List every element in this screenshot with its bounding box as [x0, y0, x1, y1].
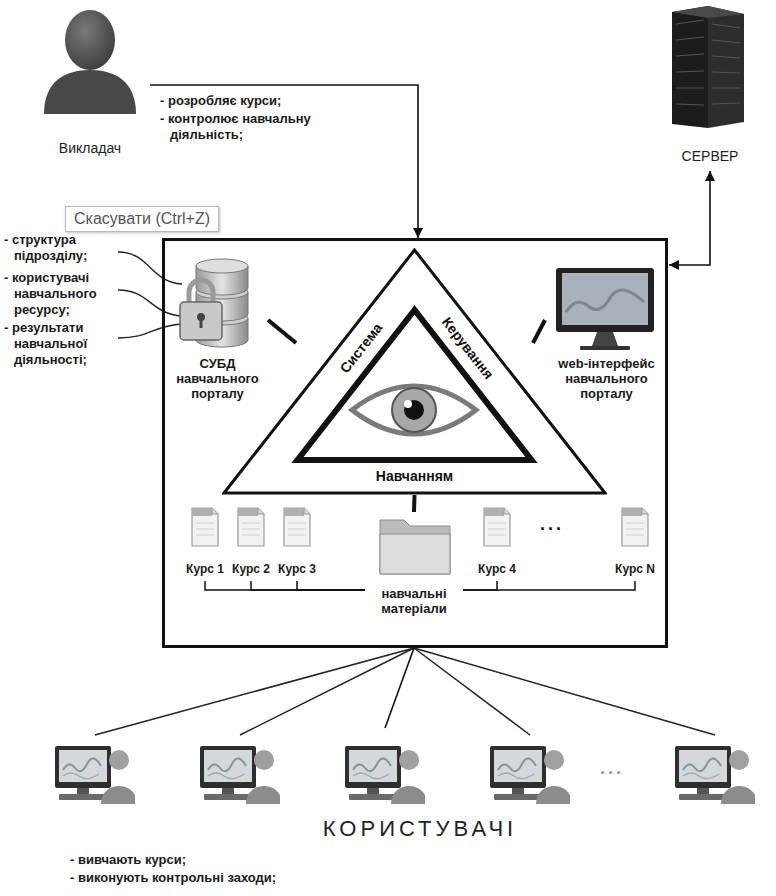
tooltip: Скасувати (Ctrl+Z) — [65, 206, 219, 232]
connector — [297, 581, 365, 590]
users-group: КОРИСТУВАЧІ — [40, 728, 766, 846]
connector — [385, 648, 414, 728]
ellipsis: ... — [540, 516, 564, 532]
course-doc: Курс 1 — [182, 503, 228, 581]
node-label: Курс 4 — [478, 562, 516, 577]
eye-symbol — [352, 386, 476, 434]
leader-line — [118, 252, 182, 338]
triangle-label: Система — [337, 320, 386, 376]
node-label: Курс 3 — [278, 562, 316, 577]
triangle-label: Навчанням — [376, 468, 453, 484]
callout-note: - результати навчальної діяльності; — [4, 320, 116, 368]
connector — [412, 495, 417, 512]
node-label: Курс 1 — [186, 562, 224, 577]
teacher-icon — [44, 10, 136, 114]
server-icon — [672, 6, 744, 128]
folder-icon — [380, 520, 450, 574]
connector — [463, 581, 497, 590]
course-doc: Курс 2 — [228, 503, 274, 581]
note: - контролює навчальну діяльність; — [160, 111, 340, 143]
control-triangle: СистемаКеруванняНавчанням — [222, 248, 607, 495]
database-icon — [180, 259, 248, 347]
triangle-outline — [222, 248, 607, 495]
course-doc: Курс 4 — [474, 503, 520, 581]
computer-icon — [556, 268, 654, 350]
node-label: web-інтерфейс навчального порталу — [545, 356, 668, 401]
document-icon — [192, 508, 648, 546]
user-icon — [55, 746, 757, 804]
callout-note: - структура підрозділу; — [4, 232, 116, 264]
connector — [669, 171, 710, 265]
connector — [251, 581, 365, 590]
web-interface-node: web-інтерфейс навчального порталу — [545, 262, 668, 405]
node-label: СУБД навчального порталу — [167, 356, 268, 401]
connector — [268, 320, 296, 343]
connector — [205, 581, 365, 590]
node-label: Курс N — [615, 562, 655, 577]
system-frame: СистемаКеруванняНавчаннямСУБД навчальног… — [162, 238, 668, 648]
node-label: СЕРВЕР — [682, 149, 739, 164]
ellipsis: ... — [600, 760, 624, 776]
note: - вивчають курси; — [70, 852, 370, 868]
node-label: Курс 2 — [232, 562, 270, 577]
actor: Викладач — [30, 0, 150, 160]
node-label: КОРИСТУВАЧІ — [323, 816, 517, 842]
callout-note: - користувачі навчального ресурсу; — [4, 270, 116, 318]
database-node: СУБД навчального порталу — [167, 255, 268, 405]
note: - виконують контрольні заходи; — [70, 870, 370, 886]
wire — [95, 648, 715, 735]
connector — [463, 581, 635, 590]
note: - розробляє курси; — [160, 93, 350, 109]
course-doc: Курс 3 — [274, 503, 320, 581]
course-doc: Курс N — [612, 503, 658, 581]
server: СЕРВЕР — [655, 0, 765, 168]
node-label: навчальні матеріали — [365, 586, 463, 616]
connector — [533, 320, 545, 343]
folder-node: навчальні матеріали — [365, 512, 463, 620]
node-label: Викладач — [59, 141, 121, 156]
